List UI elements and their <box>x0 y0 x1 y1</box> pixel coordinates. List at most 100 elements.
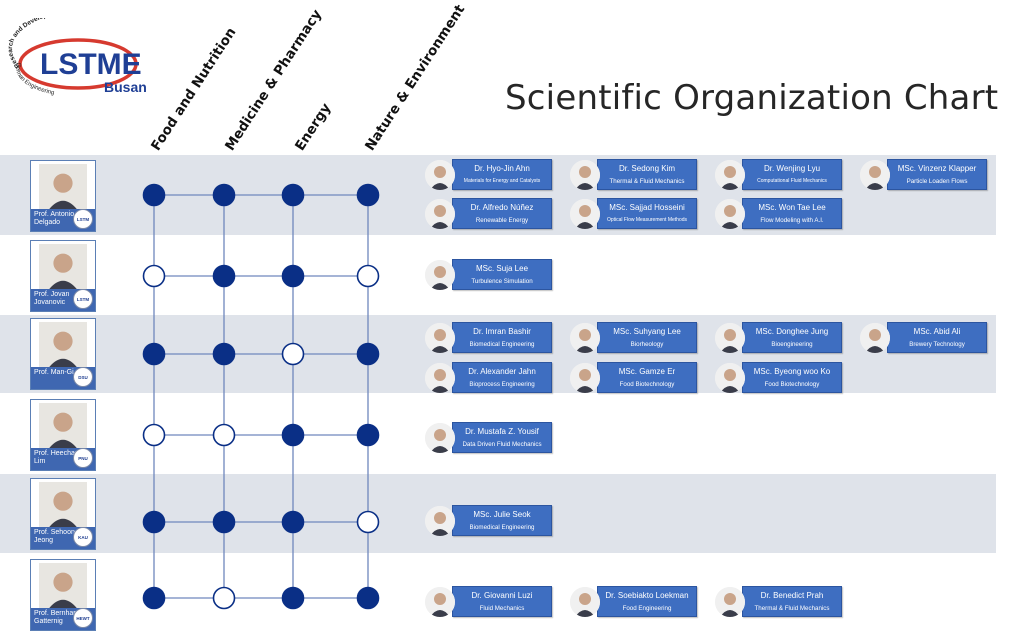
membership-node-empty <box>356 264 380 288</box>
member-role: Food Engineering <box>622 605 672 612</box>
membership-node-filled <box>142 342 166 366</box>
institution-badge: KAU <box>73 527 93 547</box>
member-name: MSc. Julie Seok <box>473 510 531 519</box>
member-photo <box>860 323 890 353</box>
member-name: MSc. Sajjad Hosseini <box>609 203 685 212</box>
membership-node-empty <box>356 510 380 534</box>
member-photo <box>425 323 455 353</box>
member-role: Materials for Energy and Catalysts <box>463 178 541 184</box>
member-role: Food Biotechnology <box>764 381 820 388</box>
member-photo <box>425 363 455 393</box>
member-role: Turbulence Simulation <box>471 278 533 285</box>
membership-node-filled <box>281 423 305 447</box>
institution-badge: LSTM <box>73 289 93 309</box>
member-name: Dr. Hyo-Jin Ahn <box>474 164 530 173</box>
professor-photo <box>35 322 91 370</box>
membership-node-filled <box>212 264 236 288</box>
member-photo <box>715 199 745 229</box>
membership-node-filled <box>356 183 380 207</box>
member-role: Data Driven Fluid Mechanics <box>462 441 542 448</box>
lstme-logo: LSTME Busan Research and Development Cen… <box>8 18 147 96</box>
member-label: MSc. Byeong woo Ko Food Biotechnology <box>742 362 842 393</box>
page-title: Scientific Organization Chart <box>505 78 999 118</box>
membership-node-filled <box>142 586 166 610</box>
membership-node-filled <box>142 510 166 534</box>
membership-node-empty <box>142 264 166 288</box>
membership-node-filled <box>281 183 305 207</box>
member-role: Brewery Technology <box>909 341 965 348</box>
institution-badge: LSTM <box>73 209 93 229</box>
professor-photo <box>35 244 91 292</box>
member-role: Biorheology <box>630 341 664 348</box>
member-name: Dr. Soebiakto Loekman <box>605 591 689 600</box>
member-photo <box>715 160 745 190</box>
member-photo <box>570 363 600 393</box>
professor-photo <box>35 563 91 611</box>
institution-badge: DSU <box>73 367 93 387</box>
membership-node-filled <box>212 510 236 534</box>
member-name: MSc. Gamze Er <box>618 367 676 376</box>
membership-node-filled <box>212 342 236 366</box>
member-name: Dr. Wenjing Lyu <box>763 164 821 173</box>
member-name: MSc. Suhyang Lee <box>613 327 681 336</box>
member-photo <box>570 160 600 190</box>
member-role: Renewable Energy <box>475 217 529 224</box>
member-name: Dr. Alexander Jahn <box>468 367 536 376</box>
member-name: MSc. Suja Lee <box>475 264 529 273</box>
membership-node-empty <box>212 423 236 447</box>
membership-node-filled <box>356 423 380 447</box>
member-name: Dr. Imran Bashir <box>473 327 531 336</box>
membership-node-filled <box>356 586 380 610</box>
membership-node-filled <box>212 183 236 207</box>
member-photo <box>425 199 455 229</box>
member-photo <box>425 260 455 290</box>
member-photo <box>715 363 745 393</box>
member-name: Dr. Benedict Prah <box>760 591 824 600</box>
membership-node-filled <box>281 264 305 288</box>
member-card: MSc. Byeong woo Ko Food Biotechnology <box>715 362 845 394</box>
member-name: MSc. Byeong woo Ko <box>753 367 831 376</box>
member-name: MSc. Donghee Jung <box>755 327 829 336</box>
member-role: Biomedical Engineering <box>469 524 535 531</box>
membership-node-filled <box>281 510 305 534</box>
svg-text:LSTME: LSTME <box>40 48 142 81</box>
institution-badge: PNU <box>73 448 93 468</box>
member-photo <box>570 323 600 353</box>
membership-node-filled <box>142 183 166 207</box>
institution-badge: HEWT <box>73 608 93 628</box>
membership-node-empty <box>142 423 166 447</box>
member-name: MSc. Vinzenz Klapper <box>897 164 977 173</box>
member-photo <box>425 506 455 536</box>
